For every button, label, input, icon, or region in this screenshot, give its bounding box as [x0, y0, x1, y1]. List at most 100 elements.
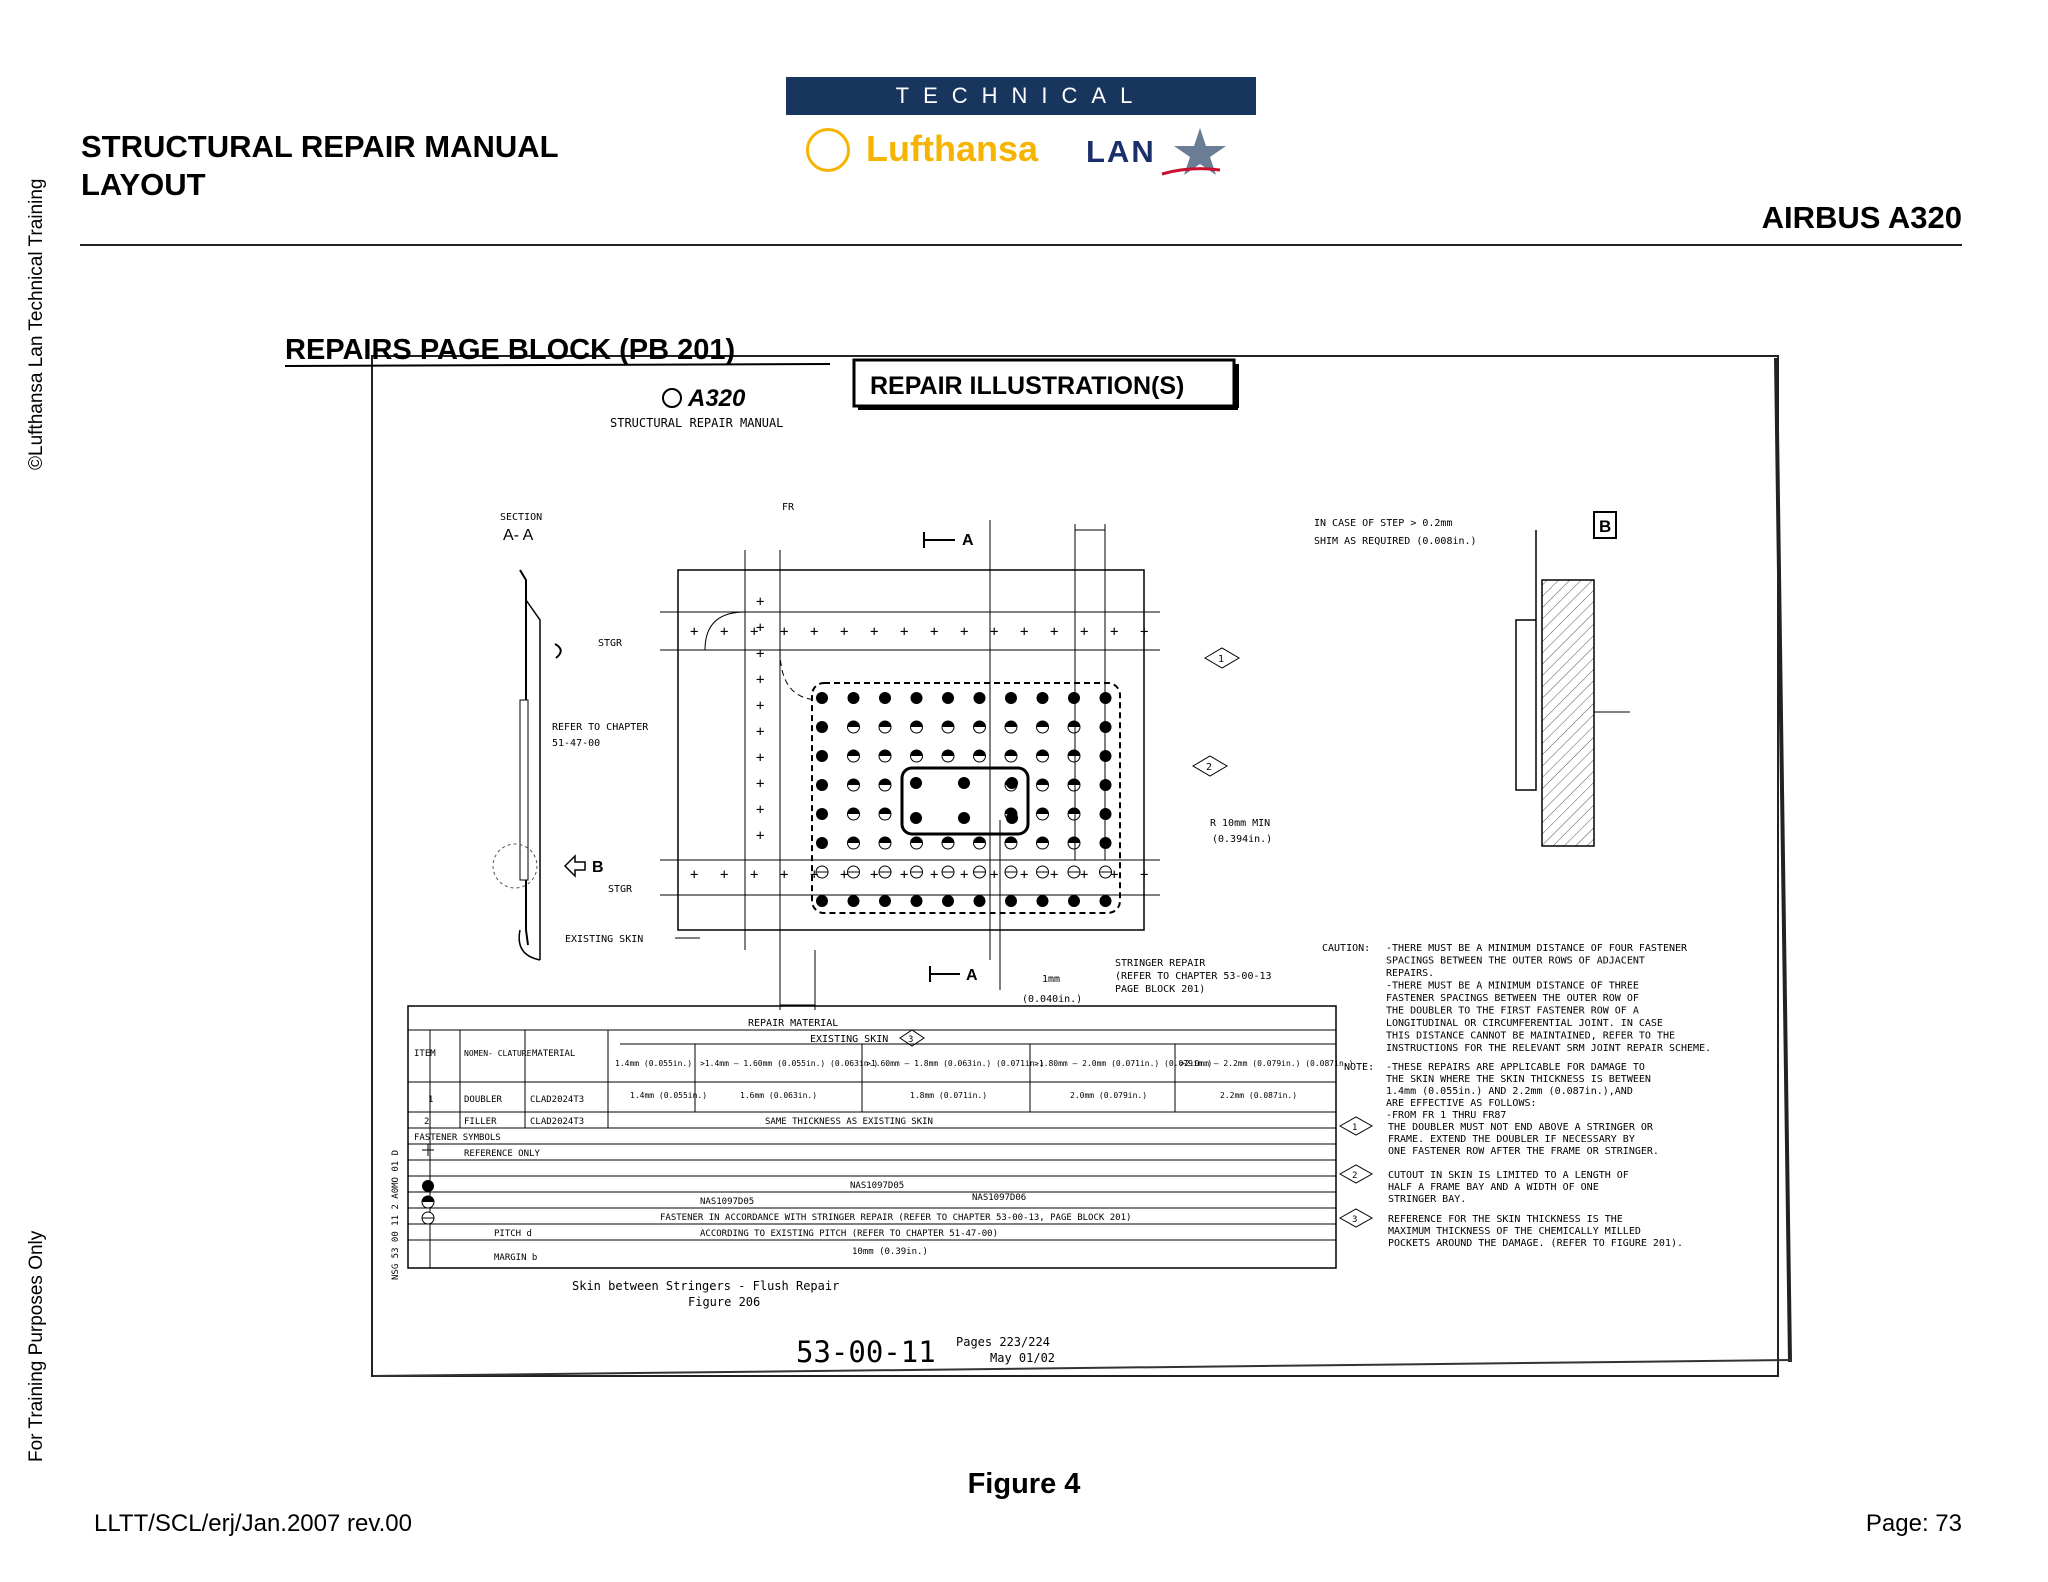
fastener-hole	[1099, 895, 1112, 907]
repair-plan-view: ++++++++++++++++++++++++++++++++++++++++…	[660, 520, 1160, 1010]
fastener-half-mark	[847, 808, 860, 814]
stringer-fastener-mark: +	[1020, 867, 1028, 883]
frame-fastener-mark: +	[756, 594, 764, 610]
thickness-value: 1.4mm (0.055in.)	[630, 1091, 707, 1100]
svg-text:DOUBLER: DOUBLER	[464, 1095, 503, 1105]
fastener-hole	[879, 692, 891, 704]
caution-line: REPAIRS.	[1386, 968, 1434, 979]
svg-text:CLAD2024T3: CLAD2024T3	[530, 1117, 584, 1127]
numbered-note-line: FRAME. EXTEND THE DOUBLER IF NECESSARY B…	[1388, 1134, 1635, 1145]
thickness-header: >1.4mm — 1.60mm (0.055in.) (0.063in.)	[700, 1059, 878, 1068]
fastener-half-mark	[910, 837, 923, 843]
fastener-grid: ++++++++++++++++++++++++++++++++++++++++…	[690, 594, 1148, 907]
svg-text:10mm (0.39in.): 10mm (0.39in.)	[852, 1247, 928, 1257]
stringer-fastener-mark: +	[690, 624, 698, 640]
crane-logo-icon	[806, 128, 850, 172]
stringer-fastener-mark: +	[960, 624, 968, 640]
frame-fastener-mark: +	[756, 724, 764, 740]
section-arrow-a-top: A	[962, 532, 974, 549]
fastener-half-mark	[1036, 750, 1049, 756]
repair-material-table: REPAIR MATERIAL EXISTING SKIN 3 ITEM NOM…	[407, 1005, 1353, 1269]
caution-line: -THERE MUST BE A MINIMUM DISTANCE OF THR…	[1386, 981, 1639, 992]
view-b-label: B	[592, 859, 604, 876]
footer-doc-ref: LLTT/SCL/erj/Jan.2007 rev.00	[94, 1510, 412, 1537]
stringer-fastener-mark: +	[1080, 624, 1088, 640]
stringer-fastener-mark: +	[1020, 624, 1028, 640]
fastener-half-mark	[879, 721, 891, 727]
scan-figure-title: Skin between Stringers - Flush Repair	[572, 1279, 839, 1293]
fastener-half-mark	[879, 750, 891, 756]
cutout-fastener	[910, 777, 922, 789]
fastener-solid-icon	[422, 1180, 434, 1192]
step-note-2: SHIM AS REQUIRED (0.008in.)	[1314, 536, 1477, 547]
refer-chapter-num: 51-47-00	[552, 738, 600, 749]
frame-fastener-mark: +	[756, 698, 764, 714]
svg-text:2: 2	[1206, 762, 1212, 773]
stringer-repair-2: (REFER TO CHAPTER 53-00-13	[1115, 971, 1272, 982]
header-divider	[80, 244, 1962, 246]
frame-fastener-mark: +	[756, 750, 764, 766]
note-line: -THESE REPAIRS ARE APPLICABLE FOR DAMAGE…	[1386, 1062, 1645, 1073]
fastener-hole	[973, 692, 986, 704]
stringer-fastener-mark: +	[810, 624, 818, 640]
caution-line: INSTRUCTIONS FOR THE RELEVANT SRM JOINT …	[1386, 1043, 1711, 1054]
stringer-fastener-mark: +	[900, 624, 908, 640]
stringer-fastener-mark: +	[930, 867, 938, 883]
lan-star-icon	[1161, 128, 1226, 176]
fastener-half-mark	[1005, 721, 1017, 727]
fastener-half-mark	[1068, 808, 1080, 814]
svg-text:ACCORDING TO EXISTING PITCH (R: ACCORDING TO EXISTING PITCH (REFER TO CH…	[700, 1229, 998, 1239]
dim-1mm-in: (0.040in.)	[1022, 994, 1082, 1005]
stringer-fastener-mark: +	[780, 624, 788, 640]
frame-fastener-mark: +	[756, 802, 764, 818]
svg-text:NAS1097D06: NAS1097D06	[972, 1193, 1026, 1203]
radius-min-in: (0.394in.)	[1212, 834, 1272, 845]
scan-date: May 01/02	[990, 1351, 1055, 1365]
fastener-half-mark	[910, 721, 923, 727]
numbered-note-line: POCKETS AROUND THE DAMAGE. (REFER TO FIG…	[1388, 1238, 1683, 1249]
fastener-hole	[1068, 895, 1080, 907]
scan-side-code: NSG 53 00 11 2 A0MO 01 D	[391, 1150, 401, 1280]
scan-figure-num: Figure 206	[688, 1295, 760, 1309]
section-label: SECTION	[500, 512, 542, 523]
note-marker-icon	[1338, 1208, 1374, 1228]
fastener-half-mark	[1005, 750, 1017, 756]
stringer-fastener-mark: +	[840, 867, 848, 883]
fastener-hole	[847, 895, 860, 907]
fastener-hole	[879, 895, 891, 907]
cutout-fastener	[910, 812, 922, 824]
numbered-note-line: ONE FASTENER ROW AFTER THE FRAME OR STRI…	[1388, 1146, 1659, 1157]
svg-text:MATERIAL: MATERIAL	[532, 1049, 575, 1059]
lan-logo-text: LAN	[1086, 134, 1156, 169]
caution-line: THE DOUBLER TO THE FIRST FASTENER ROW OF…	[1386, 1006, 1639, 1017]
page-title: STRUCTURAL REPAIR MANUAL LAYOUT	[81, 129, 559, 202]
cutout-fastener	[1006, 812, 1018, 824]
view-b-arrow-icon	[563, 854, 586, 878]
stringer-fastener-mark: +	[1080, 867, 1088, 883]
svg-text:1: 1	[428, 1095, 433, 1105]
fastener-half-mark	[1005, 837, 1017, 843]
section-arrow-a-bottom: A	[966, 967, 978, 984]
fastener-hole	[816, 750, 828, 762]
svg-text:MARGIN b: MARGIN b	[494, 1253, 537, 1263]
note-text: -THESE REPAIRS ARE APPLICABLE FOR DAMAGE…	[1386, 1062, 1651, 1121]
thickness-value: 2.2mm (0.087in.)	[1220, 1091, 1297, 1100]
fastener-half-mark	[879, 808, 891, 814]
svg-text:REPAIR MATERIAL: REPAIR MATERIAL	[748, 1018, 838, 1029]
svg-text:3: 3	[908, 1035, 913, 1045]
svg-text:SAME THICKNESS AS EXISTING SKI: SAME THICKNESS AS EXISTING SKIN	[765, 1117, 933, 1127]
svg-text:NAS1097D05: NAS1097D05	[700, 1197, 754, 1207]
frame-fastener-mark: +	[756, 672, 764, 688]
stringer-fastener-mark: +	[1050, 867, 1058, 883]
fastener-hole	[1005, 895, 1017, 907]
svg-text:CLAD2024T3: CLAD2024T3	[530, 1095, 584, 1105]
note-label: NOTE:	[1344, 1062, 1374, 1073]
svg-text:FILLER: FILLER	[464, 1117, 497, 1127]
fastener-hole	[1068, 692, 1080, 704]
note-line: ARE EFFECTIVE AS FOLLOWS:	[1386, 1098, 1537, 1109]
note-line: -FROM FR 1 THRU FR87	[1386, 1110, 1506, 1121]
scan-pages: Pages 223/224	[956, 1335, 1050, 1349]
stringer-fastener-mark: +	[900, 867, 908, 883]
fastener-half-mark	[879, 837, 891, 843]
